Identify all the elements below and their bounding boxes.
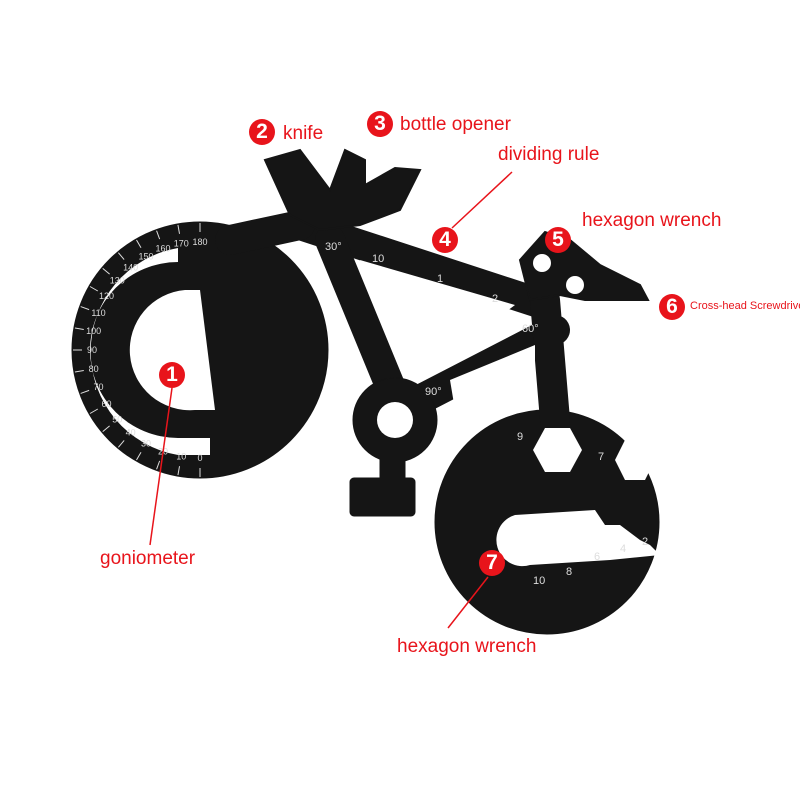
scale-tick (136, 239, 142, 249)
hex-size-mark: 10 (533, 575, 545, 587)
ruler-mark: 10 (372, 253, 384, 265)
ruler-mark: 2 (492, 293, 498, 305)
scale-label: 80 (89, 364, 99, 374)
callout-badge-3: 3 (367, 111, 393, 137)
scale-label: 0 (197, 453, 202, 463)
scale-label: 100 (86, 326, 101, 336)
scale-tick (89, 286, 99, 292)
scale-label: 60 (101, 399, 111, 409)
scale-tick (74, 327, 84, 331)
callout-label-screwdrivers: Cross-head Screwdrivers (690, 300, 800, 312)
callout-label-hexagon-wrench-2: hexagon wrench (397, 636, 537, 657)
seat-knife (263, 148, 422, 232)
scale-label: 10 (176, 451, 186, 461)
callout-label-dividing-rule: dividing rule (498, 144, 600, 165)
scale-label: 120 (99, 291, 114, 301)
pedal (349, 477, 416, 517)
angle-30-mark: 30° (325, 241, 342, 253)
scale-tick (89, 408, 99, 414)
hex-size-mark: 4 (620, 543, 626, 555)
leader-line-1 (149, 387, 173, 546)
goniometer-scale: 0102030405060708090100110120130140150160… (73, 223, 208, 477)
hex-size-mark: 7 (598, 451, 604, 463)
scale-tick (156, 230, 161, 240)
scale-label: 90 (87, 345, 97, 355)
scale-tick (136, 451, 142, 461)
scale-label: 170 (174, 239, 189, 249)
callout-label-hexagon-wrench: hexagon wrench (582, 210, 722, 231)
hex-size-mark: 8 (566, 566, 572, 578)
hex-size-mark: 9 (517, 431, 523, 443)
scale-label: 180 (192, 237, 207, 247)
callout-badge-1: 1 (159, 362, 185, 388)
scale-label: 150 (138, 251, 153, 261)
scale-tick (80, 389, 90, 394)
scale-tick (102, 267, 110, 275)
scale-label: 50 (112, 414, 122, 424)
scale-tick (177, 224, 181, 234)
scale-tick (74, 369, 84, 373)
scale-tick (177, 466, 181, 476)
callout-badge-4: 4 (432, 227, 458, 253)
scale-label: 130 (110, 276, 125, 286)
callout-badge-5: 5 (545, 227, 571, 253)
callout-label-bottle-opener: bottle opener (400, 114, 511, 135)
hex-size-mark: 2 (642, 536, 648, 548)
scale-tick (156, 460, 161, 470)
scale-label: 30 (141, 439, 151, 449)
hex-size-mark: 6 (594, 551, 600, 563)
scale-tick (117, 252, 125, 260)
callout-badge-7: 7 (479, 550, 505, 576)
callout-badge-2: 2 (249, 119, 275, 145)
scale-label: 40 (126, 428, 136, 438)
leader-line-7 (447, 576, 489, 629)
callout-badge-6: 6 (659, 294, 685, 320)
ruler-mark: 1 (437, 273, 443, 285)
scale-label: 160 (156, 244, 171, 254)
scale-tick (117, 440, 125, 448)
scale-label: 110 (91, 308, 105, 318)
scale-tick (80, 306, 90, 311)
crank (379, 429, 406, 486)
angle-60-mark: 60° (522, 323, 539, 335)
scale-tick (102, 425, 110, 433)
callout-label-goniometer: goniometer (100, 548, 196, 569)
callout-label-knife: knife (283, 123, 324, 144)
scale-label: 140 (123, 262, 138, 272)
leader-line-4 (451, 171, 513, 229)
angle-90-mark: 90° (425, 386, 442, 398)
scale-label: 70 (94, 382, 104, 392)
